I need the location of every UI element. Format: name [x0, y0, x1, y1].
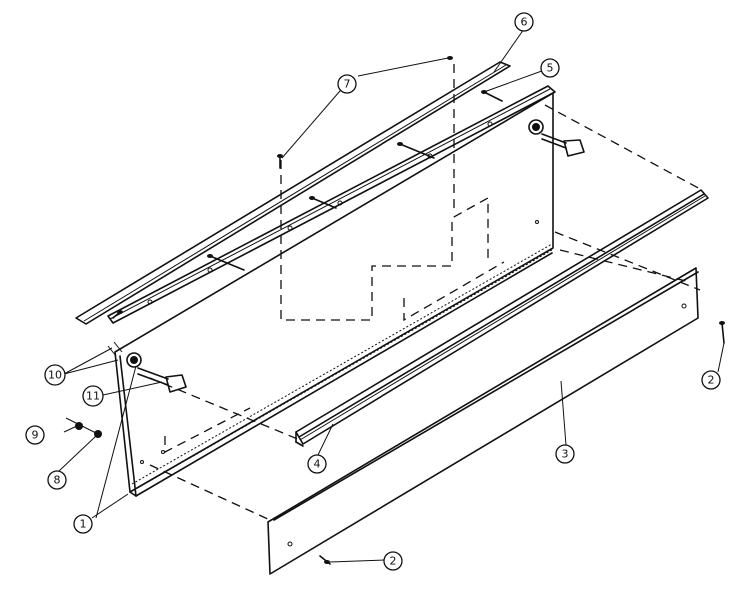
callout-2-bottom: 2 [383, 551, 403, 571]
callout-4: 4 [307, 454, 327, 474]
back-panel-part-1 [114, 92, 554, 497]
top-strip-part-6 [75, 61, 511, 325]
svg-text:11: 11 [86, 390, 100, 403]
screws [65, 56, 725, 565]
callout-3: 3 [555, 444, 575, 464]
svg-text:9: 9 [32, 429, 39, 442]
angle-rail-part-5 [107, 85, 556, 324]
callout-leaders [58, 28, 725, 563]
callout-1: 1 [73, 514, 93, 534]
callout-6: 6 [514, 12, 534, 32]
callout-2-right: 2 [701, 370, 721, 390]
callout-9: 9 [25, 425, 45, 445]
callout-7: 7 [337, 74, 357, 94]
svg-text:4: 4 [314, 458, 321, 471]
svg-text:1: 1 [80, 518, 87, 531]
callout-8: 8 [47, 470, 67, 490]
svg-text:10: 10 [48, 369, 62, 382]
front-plate-part-3 [267, 267, 699, 575]
svg-text:3: 3 [562, 448, 569, 461]
svg-text:8: 8 [54, 474, 61, 487]
callout-5: 5 [540, 58, 560, 78]
svg-text:2: 2 [708, 374, 715, 387]
callout-11: 11 [82, 385, 104, 407]
svg-text:7: 7 [344, 78, 351, 91]
svg-text:2: 2 [390, 555, 397, 568]
svg-text:6: 6 [521, 16, 528, 29]
hidden-outline-lines [149, 64, 703, 521]
rail-part-4 [295, 189, 709, 447]
svg-text:5: 5 [547, 62, 554, 75]
callout-10: 10 [44, 364, 66, 386]
